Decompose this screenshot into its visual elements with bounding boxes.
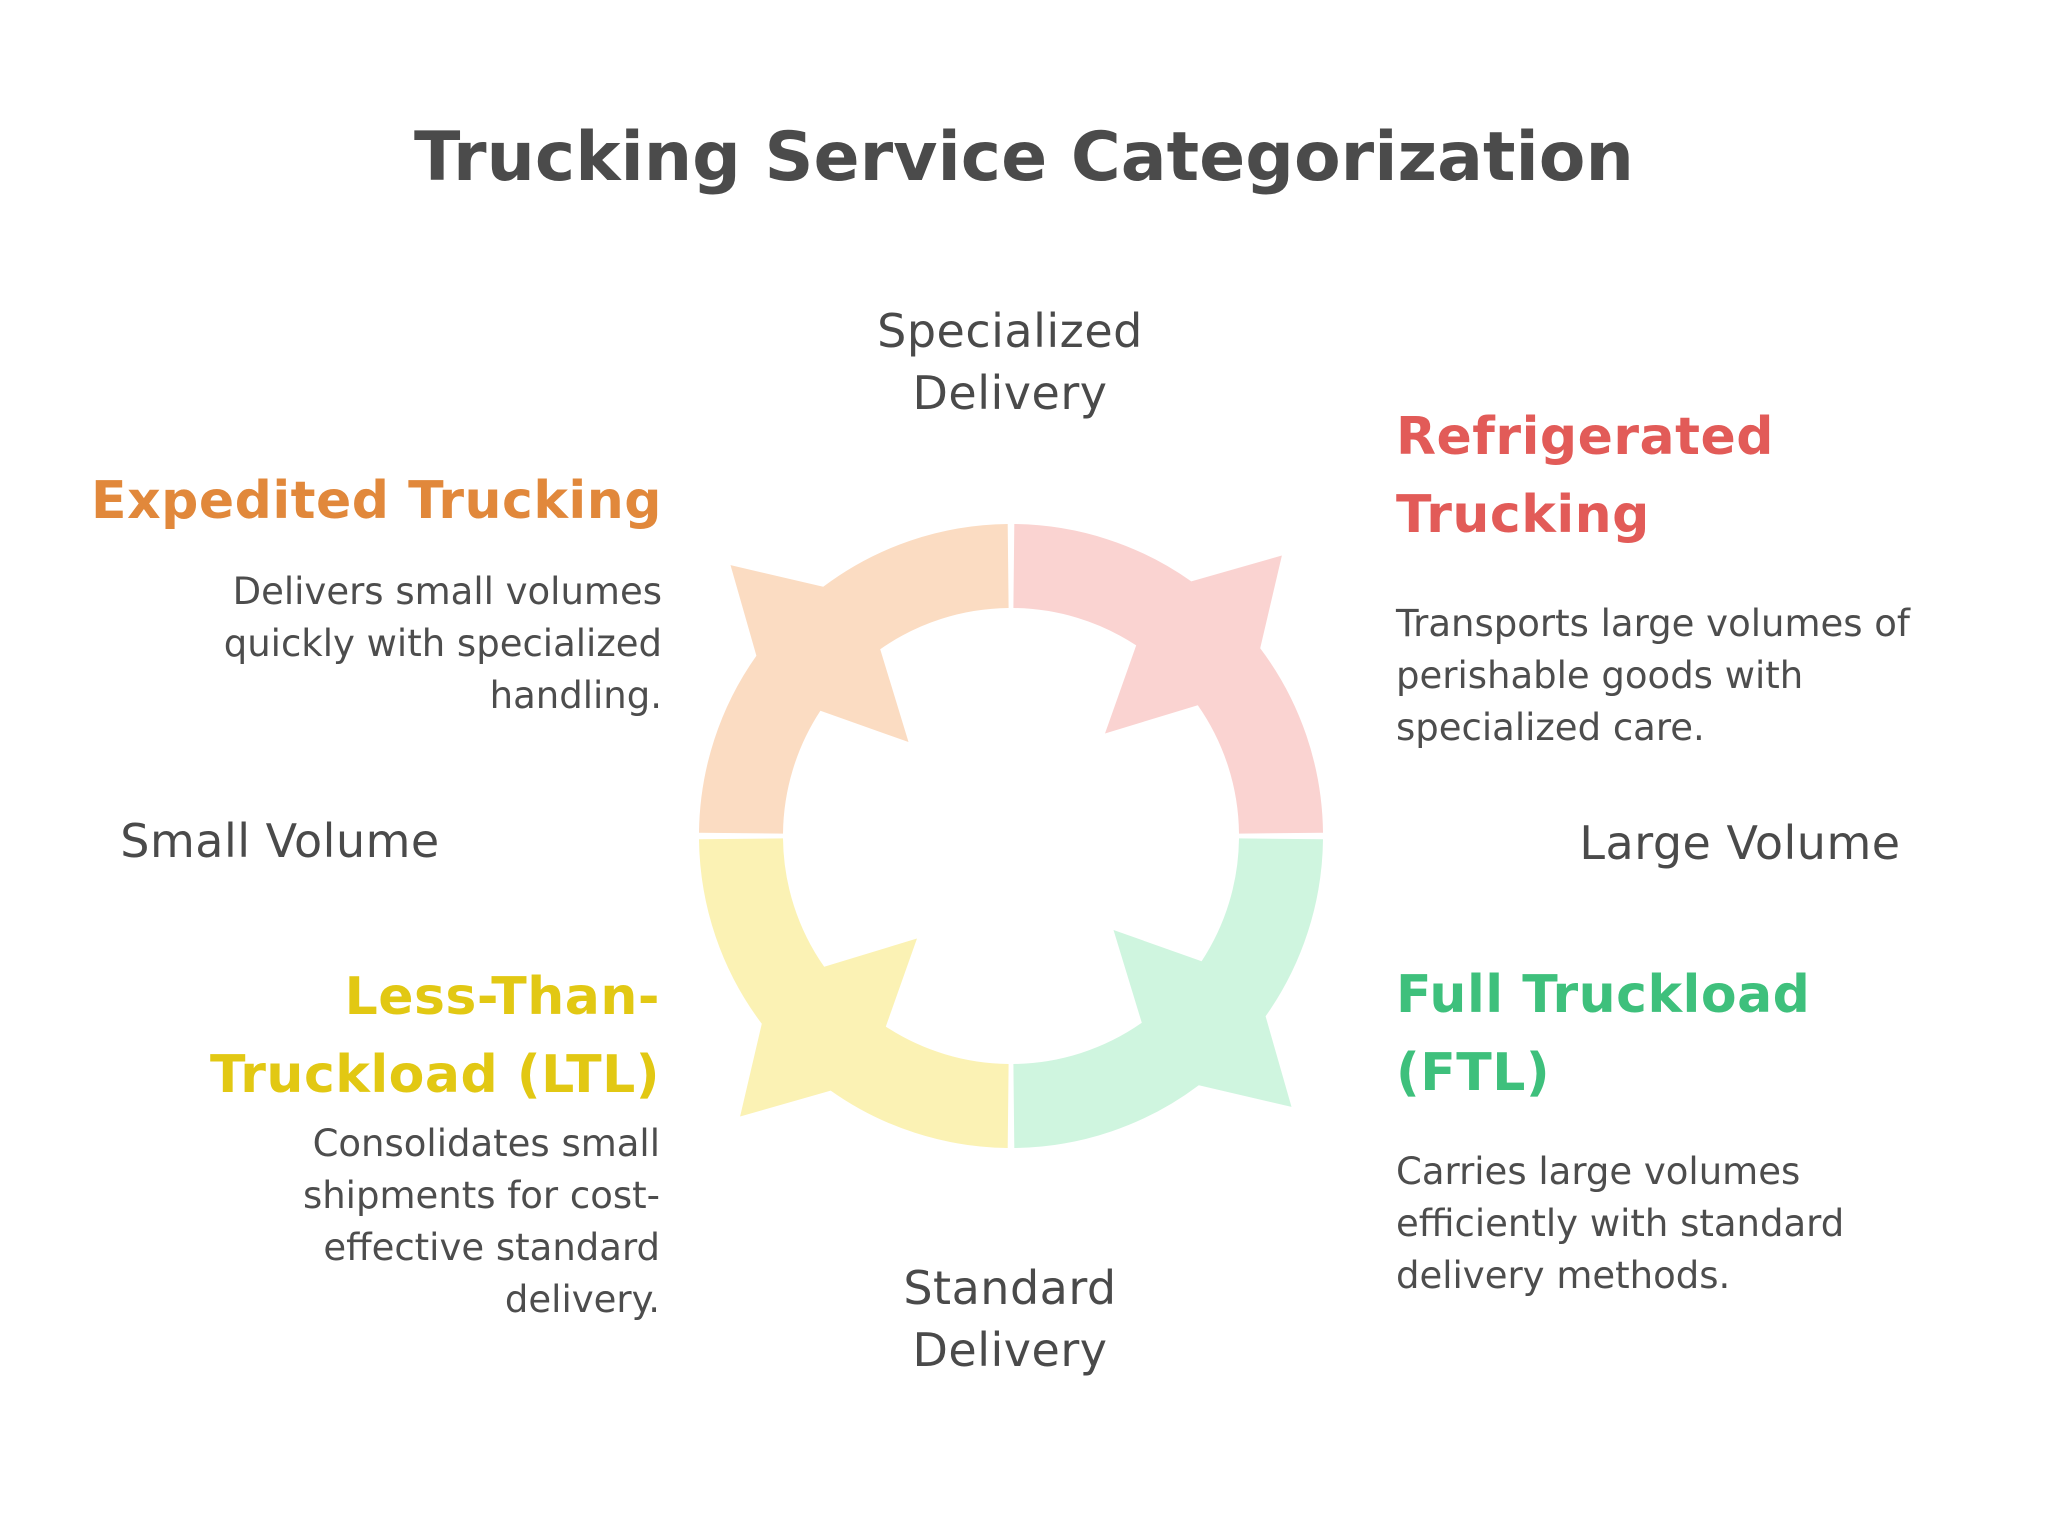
quadrant-title-less-than-truckload: Less-Than- Truckload (LTL) <box>210 967 660 1105</box>
quadrant-description-expedited-trucking: Delivers small volumes quickly with spec… <box>223 570 662 717</box>
quadrant-description-less-than-truckload: Consolidates small shipments for cost- e… <box>302 1122 660 1321</box>
page-title: Trucking Service Categorization <box>414 118 1634 197</box>
quadrant-description-full-truckload: Carries large volumes efficiently with s… <box>1396 1150 1845 1297</box>
cycle-segment-expedited <box>699 524 1009 834</box>
cycle-arrows-graphic <box>699 524 1323 1148</box>
quadrant-title-expedited-trucking: Expedited Trucking <box>91 471 662 531</box>
quadrant-description-refrigerated-trucking: Transports large volumes of perishable g… <box>1396 602 1910 749</box>
cycle-segment-ltl <box>699 838 1009 1148</box>
axis-label-specialized-delivery: Specialized Delivery <box>877 304 1143 420</box>
axis-label-large-volume: Large Volume <box>1579 816 1901 870</box>
cycle-segment-ftl <box>1013 838 1323 1148</box>
axis-label-standard-delivery: Standard Delivery <box>903 1261 1117 1377</box>
cycle-segment-refrigerated <box>1013 524 1323 834</box>
quadrant-title-refrigerated-trucking: Refrigerated Trucking <box>1396 407 1774 545</box>
axis-label-small-volume: Small Volume <box>120 814 440 868</box>
quadrant-title-full-truckload: Full Truckload (FTL) <box>1396 965 1811 1103</box>
